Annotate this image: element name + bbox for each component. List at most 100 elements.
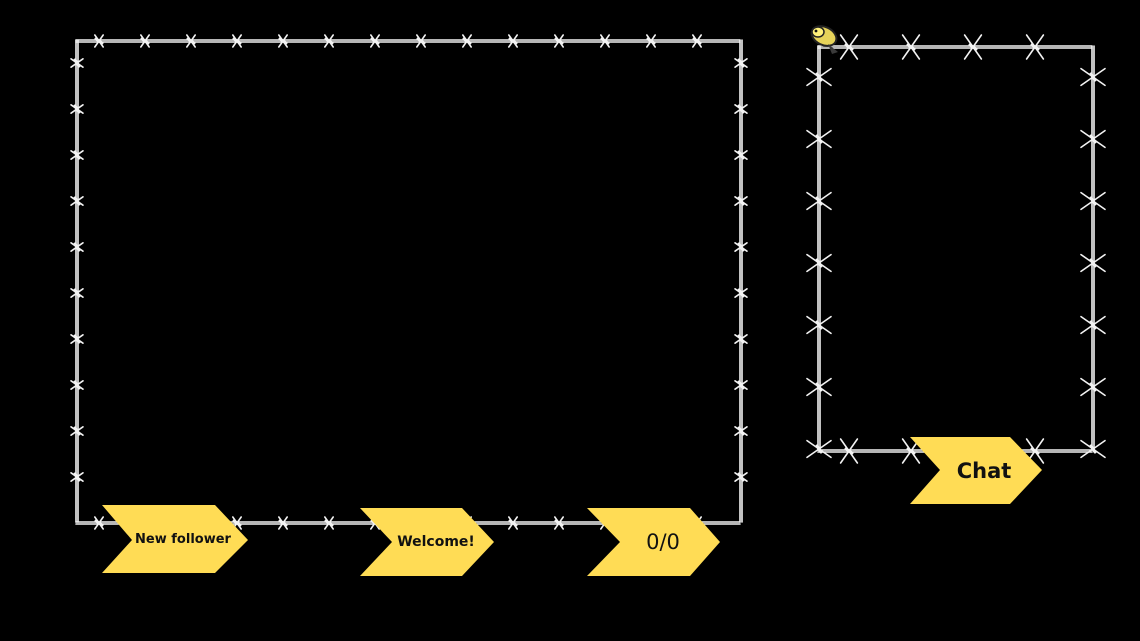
barb-coil: [1089, 72, 1097, 82]
barb-knot: [645, 34, 657, 48]
barb-coil: [508, 519, 518, 527]
barb-knot: [1080, 191, 1106, 211]
new-follower-banner: [102, 505, 248, 573]
barb-coil: [906, 447, 916, 455]
barb-coil: [737, 242, 745, 252]
welcome-label: Welcome!: [397, 534, 475, 550]
barb-coil: [815, 196, 823, 206]
barb-knot: [963, 34, 983, 60]
barb-knot: [1080, 253, 1106, 273]
barb-coil: [508, 37, 518, 45]
barb-knot: [806, 315, 832, 335]
barb-knot: [734, 287, 748, 299]
barb-knot: [277, 516, 289, 530]
barb-coil: [278, 37, 288, 45]
barb-knot: [734, 471, 748, 483]
barb-coil: [73, 472, 81, 482]
barb-coil: [186, 37, 196, 45]
welcome-banner: [360, 508, 494, 576]
barb-coil: [554, 37, 564, 45]
barb-coil: [815, 444, 823, 454]
barb-coil: [73, 242, 81, 252]
barb-coil: [73, 288, 81, 298]
barb-knot: [806, 253, 832, 273]
barb-knot: [734, 104, 748, 114]
barb-coil: [370, 37, 380, 45]
barb-knot: [70, 425, 84, 437]
barb-knot: [507, 516, 519, 530]
barb-knot: [94, 34, 104, 48]
barb-knot: [901, 34, 921, 60]
barb-knot: [507, 34, 519, 48]
barb-knot: [734, 425, 748, 437]
barb-knot: [232, 34, 242, 48]
barb-coil: [1089, 258, 1097, 268]
barb-coil: [968, 43, 978, 51]
barb-knot: [70, 287, 84, 299]
barb-knot: [806, 191, 832, 211]
barb-coil: [94, 37, 104, 45]
barb-knot: [734, 242, 748, 252]
barb-knot: [70, 242, 84, 252]
barb-knot: [369, 34, 381, 48]
barb-coil: [815, 382, 823, 392]
barb-coil: [416, 37, 426, 45]
barb-knot: [70, 150, 84, 160]
barb-knot: [70, 379, 84, 391]
barb-knot: [70, 57, 84, 68]
barb-coil: [73, 426, 81, 436]
barb-coil: [73, 196, 81, 206]
barb-coil: [1030, 43, 1040, 51]
barb-coil: [737, 196, 745, 206]
barb-knot: [806, 67, 832, 87]
barb-knot: [806, 129, 832, 149]
barb-knot: [734, 333, 748, 345]
barb-coil: [73, 334, 81, 344]
barb-coil: [73, 104, 81, 114]
barb-coil: [737, 104, 745, 114]
barb-knot: [839, 438, 859, 464]
barb-coil: [1089, 134, 1097, 144]
barb-knot: [70, 471, 84, 483]
main-camera-frame: [70, 34, 748, 530]
barb-coil: [737, 472, 745, 482]
barb-knot: [415, 34, 427, 48]
barb-knot: [70, 196, 84, 206]
barb-knot: [277, 34, 289, 48]
barb-knot: [323, 34, 335, 48]
barb-coil: [692, 37, 702, 45]
barb-coil: [324, 37, 334, 45]
barb-coil: [906, 43, 916, 51]
new-follower-label: New follower: [135, 531, 231, 547]
chat-label: Chat: [956, 458, 1012, 483]
yellow-bird-icon: [810, 25, 838, 54]
barb-knot: [734, 150, 748, 160]
barb-coil: [737, 150, 745, 160]
barb-coil: [737, 58, 745, 68]
barb-knot: [70, 104, 84, 114]
barb-knot: [734, 57, 748, 68]
barb-knot: [806, 439, 832, 459]
barb-knot: [734, 379, 748, 391]
barb-knot: [806, 377, 832, 397]
barb-coil: [815, 320, 823, 330]
barb-coil: [737, 426, 745, 436]
barb-knot: [461, 34, 473, 48]
barb-coil: [737, 334, 745, 344]
barb-knot: [70, 333, 84, 345]
barb-coil: [1030, 447, 1040, 455]
barb-knot: [186, 34, 196, 48]
barb-coil: [232, 519, 242, 527]
barb-coil: [232, 37, 242, 45]
barb-coil: [815, 134, 823, 144]
barb-knot: [323, 516, 335, 530]
barb-knot: [1080, 315, 1106, 335]
barb-knot: [94, 516, 104, 530]
barb-coil: [73, 58, 81, 68]
barb-coil: [646, 37, 656, 45]
barb-coil: [462, 37, 472, 45]
barb-knot: [691, 34, 703, 48]
barb-coil: [554, 519, 564, 527]
